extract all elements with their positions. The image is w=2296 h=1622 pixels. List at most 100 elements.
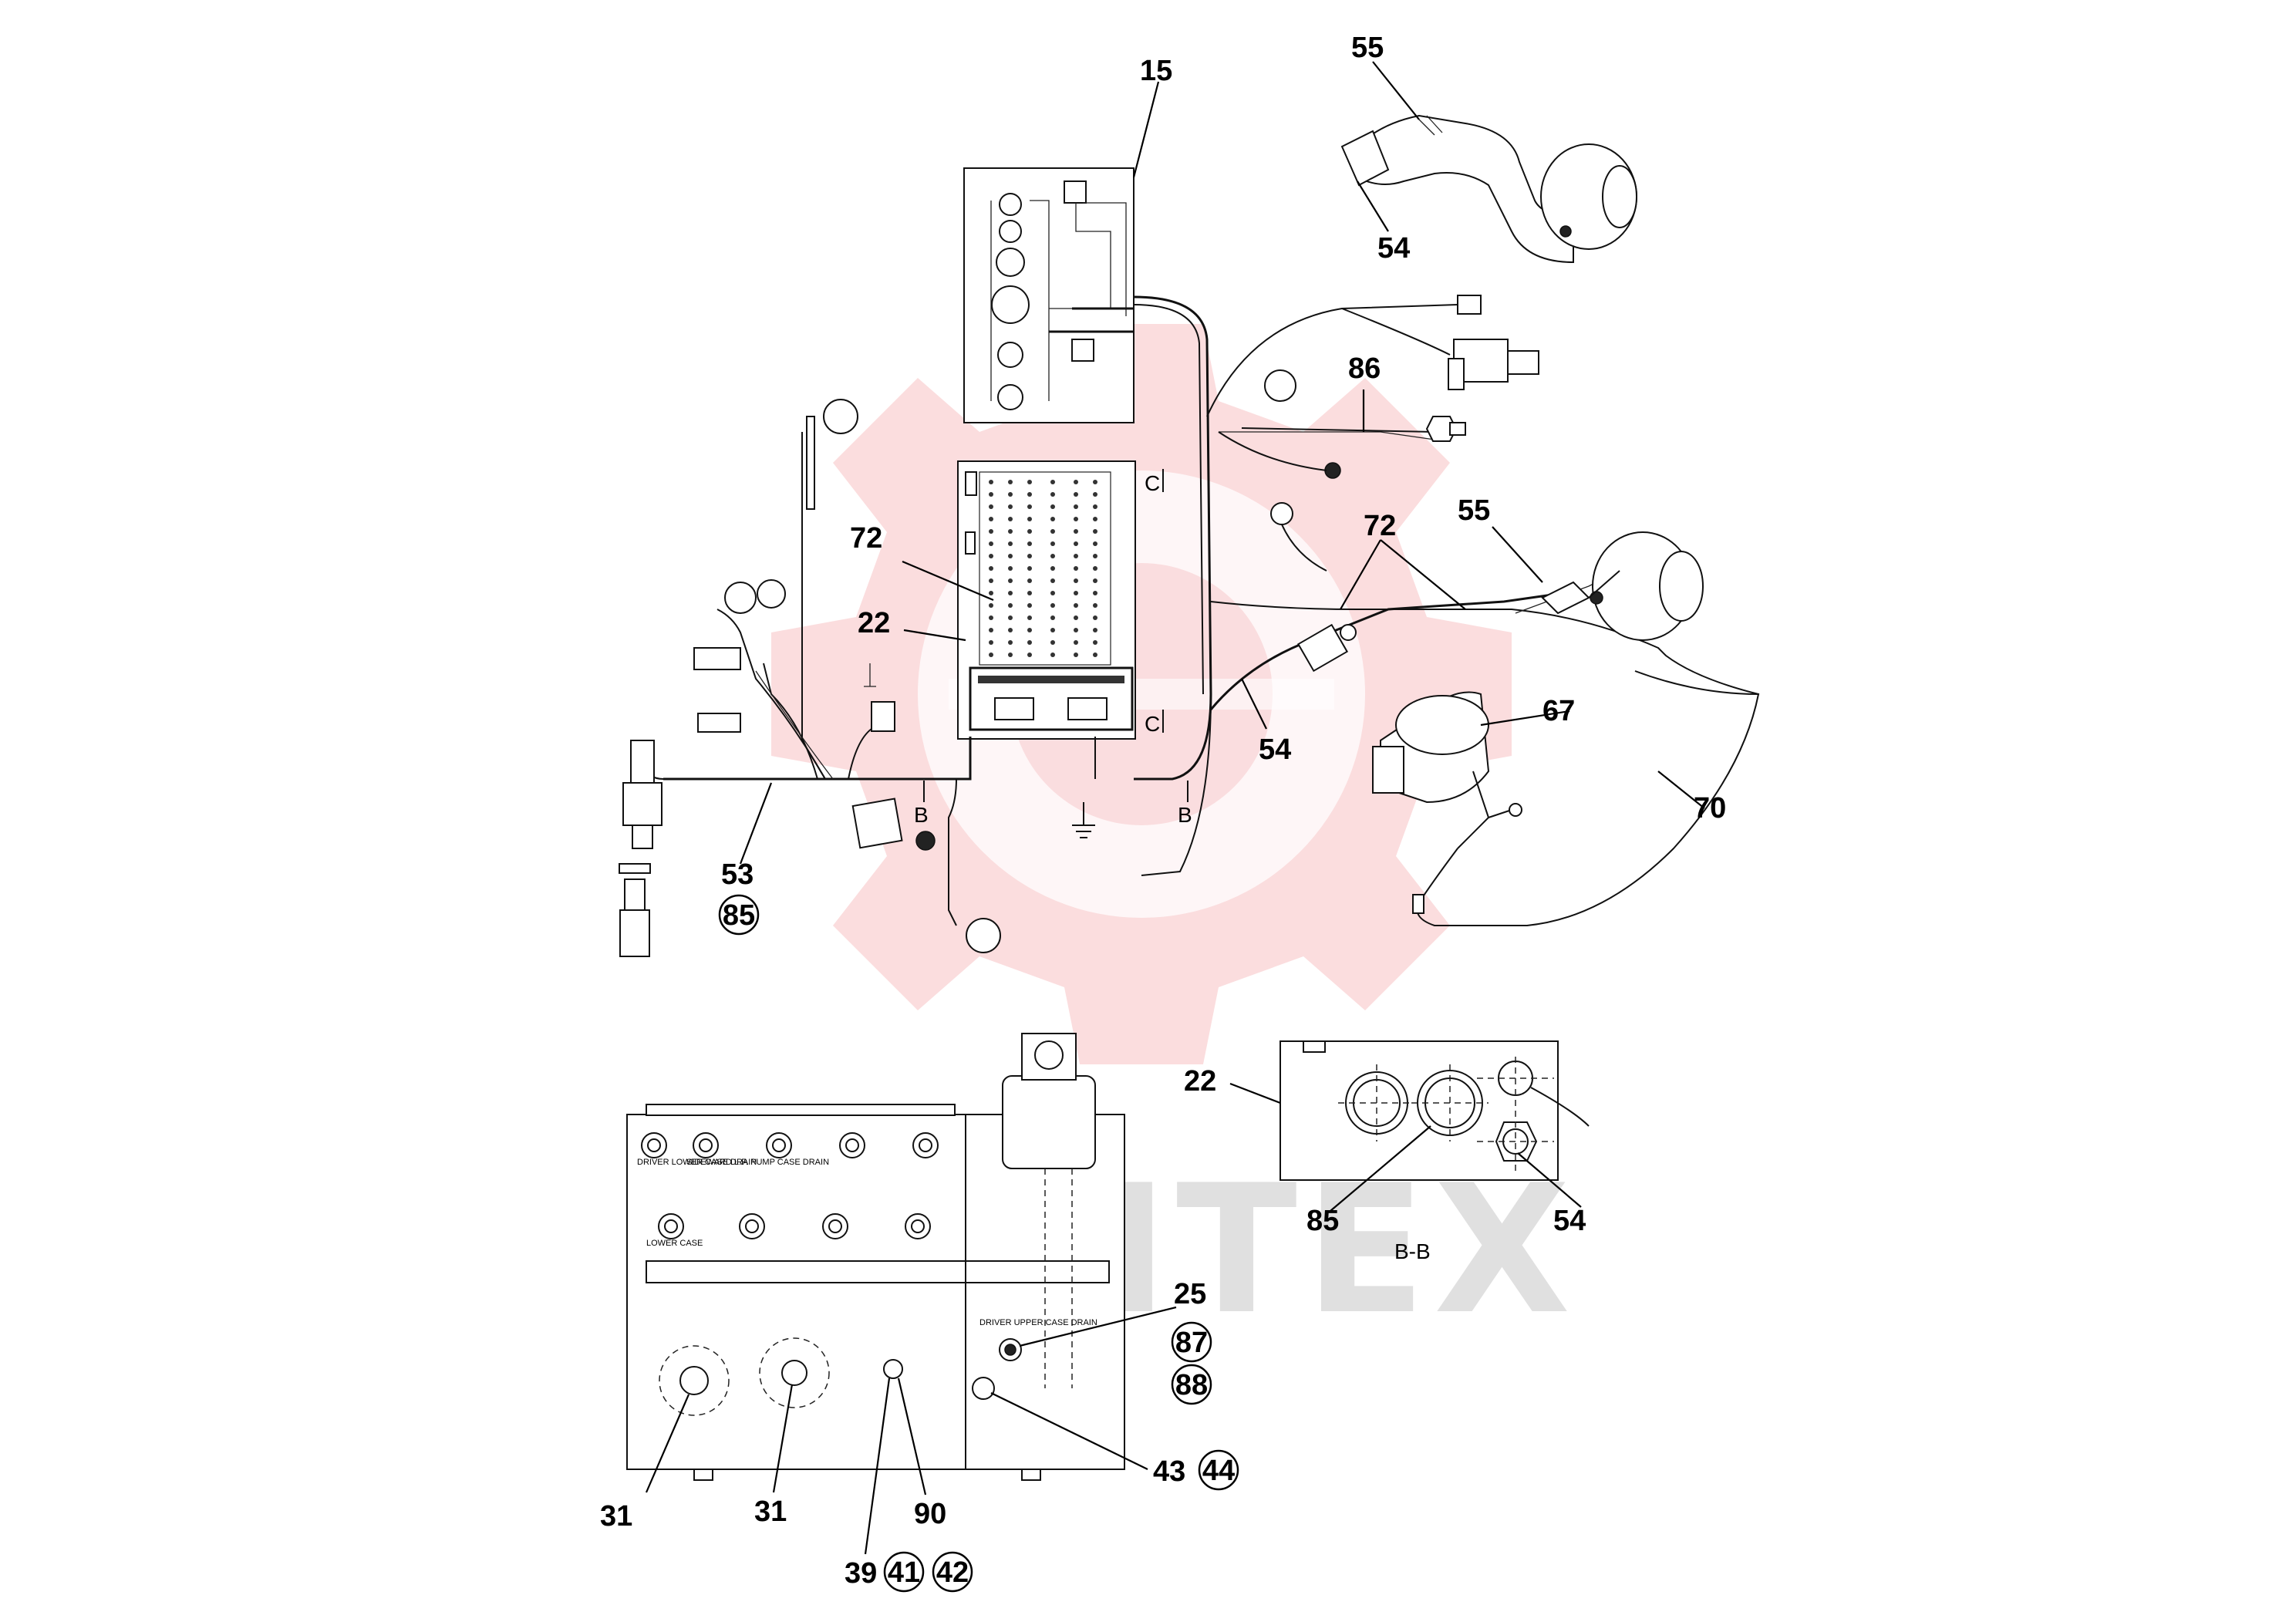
terminal-screw xyxy=(1008,603,1013,608)
section-b-right-label: B xyxy=(1178,803,1192,827)
terminal-screw xyxy=(1050,566,1055,571)
label-lower-case: LOWER CASE xyxy=(646,1239,703,1248)
fuse-holder xyxy=(996,248,1025,277)
motor-endcap xyxy=(1659,551,1704,622)
callout-72-right: 72 xyxy=(1364,510,1396,542)
terminal-screw xyxy=(1050,653,1055,657)
terminal xyxy=(1590,591,1603,605)
section-mark-b-right: B xyxy=(1178,781,1192,827)
terminal-screw xyxy=(1008,591,1013,595)
callout-85-circled: 85 xyxy=(723,899,755,932)
section-bb-view xyxy=(1279,1040,1590,1181)
callouts: 15 55 54 86 72 72 55 22 54 67 70 53 85 2… xyxy=(600,32,1726,1593)
bb-tab xyxy=(1303,1040,1326,1053)
hydraulic-fitting-bore xyxy=(828,1219,842,1233)
sensor-plug xyxy=(1324,462,1341,479)
callout-41-circled: 41 xyxy=(888,1556,920,1589)
fuse-holder xyxy=(997,342,1023,368)
light-socket-upper-left xyxy=(806,399,858,510)
lamp-socket xyxy=(757,579,786,609)
ground-lug xyxy=(965,471,977,496)
callout-41-circle xyxy=(883,1551,925,1593)
callout-53: 53 xyxy=(721,858,754,891)
terminal-strip-area xyxy=(979,471,1111,666)
callout-90: 90 xyxy=(914,1498,946,1530)
sensor-86 xyxy=(1241,416,1466,442)
terminal-screw xyxy=(989,653,993,657)
pressure-switch-mid xyxy=(1270,502,1327,572)
indicator-lamp xyxy=(1264,369,1296,402)
terminal-screw xyxy=(1074,615,1078,620)
sensor-head xyxy=(1425,416,1458,442)
spare-plug xyxy=(624,878,646,911)
terminal-rows xyxy=(989,480,1097,657)
terminal-screw xyxy=(1008,578,1013,583)
terminal-screw xyxy=(1050,554,1055,558)
motor-55-upper xyxy=(1340,114,1637,264)
terminal-screw xyxy=(1008,615,1013,620)
hydraulic-fitting-bore xyxy=(772,1138,786,1152)
motor-67 xyxy=(1372,691,1522,926)
filter-cap xyxy=(1034,1040,1064,1070)
terminal-screw xyxy=(1093,529,1097,534)
callout-31-right: 31 xyxy=(754,1496,787,1528)
plug-body xyxy=(622,782,663,826)
connector-housing xyxy=(851,798,903,849)
terminal-screw xyxy=(1050,640,1055,645)
callout-25: 25 xyxy=(1174,1278,1206,1310)
fitting-row-top xyxy=(641,1132,939,1158)
connector-cap xyxy=(915,831,936,851)
plug-body xyxy=(630,740,655,784)
motor-connector xyxy=(1541,581,1590,615)
panel-foot xyxy=(693,1469,713,1481)
terminal-screw xyxy=(989,640,993,645)
large-port xyxy=(781,1360,807,1386)
pump-motor-top xyxy=(1395,695,1489,755)
motor-55-mid xyxy=(1541,531,1704,641)
wire-harness xyxy=(639,295,1760,926)
motor-connector xyxy=(1340,130,1390,187)
terminal-screw xyxy=(989,554,993,558)
light-sockets-left xyxy=(693,579,895,733)
terminal-screw xyxy=(989,578,993,583)
callout-44-circle xyxy=(1198,1449,1239,1491)
terminal-screw xyxy=(1074,566,1078,571)
callout-44-circled: 44 xyxy=(1202,1455,1235,1487)
terminal-screw xyxy=(1027,578,1032,583)
lamp-socket xyxy=(966,918,1001,953)
fuse-holder xyxy=(997,384,1023,410)
hydraulic-fitting-bore xyxy=(647,1138,661,1152)
connector-plug xyxy=(1412,894,1424,914)
terminal-screw xyxy=(1027,480,1032,484)
terminal xyxy=(1509,803,1522,817)
mount-bolt xyxy=(1559,225,1572,238)
filter-canister xyxy=(1002,1075,1096,1169)
port-43 xyxy=(972,1377,995,1400)
terminal-screw xyxy=(1050,615,1055,620)
terminal-screw xyxy=(1050,504,1055,509)
terminal-screw xyxy=(1093,541,1097,546)
terminal-screw xyxy=(1074,517,1078,521)
relay xyxy=(1064,180,1087,204)
terminal-screw xyxy=(1027,517,1032,521)
terminal-screw xyxy=(1074,653,1078,657)
terminal-screw xyxy=(1093,504,1097,509)
callout-54-bb: 54 xyxy=(1553,1205,1586,1237)
spare-plug xyxy=(619,909,650,957)
terminal-screw xyxy=(1008,554,1013,558)
terminal-screw xyxy=(1074,603,1078,608)
terminal-screw xyxy=(1008,566,1013,571)
terminal-screw xyxy=(1074,541,1078,546)
terminal-screw xyxy=(1093,640,1097,645)
terminal-screw xyxy=(1050,591,1055,595)
connector xyxy=(1457,295,1482,315)
harness-plug-53 xyxy=(619,740,663,957)
section-mark-c-bottom: C xyxy=(1145,710,1164,736)
terminal-screw xyxy=(1074,504,1078,509)
switch-terminal xyxy=(1340,624,1357,641)
terminal-screw xyxy=(1008,529,1013,534)
terminal-screw xyxy=(1027,653,1032,657)
terminal-screw xyxy=(1050,492,1055,497)
terminal-screw xyxy=(1050,578,1055,583)
terminal-screw xyxy=(1093,591,1097,595)
